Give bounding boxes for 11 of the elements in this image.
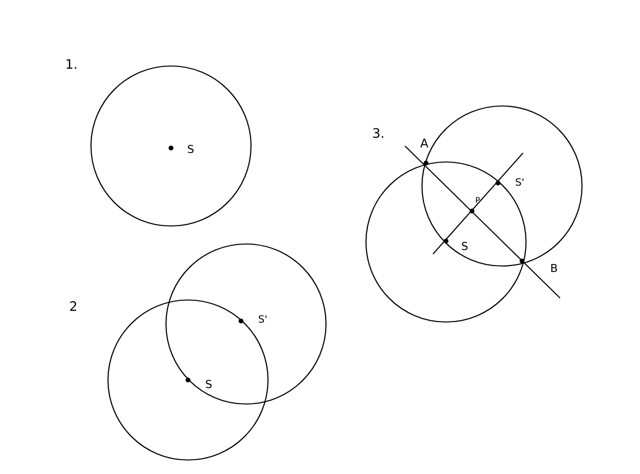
point-label: 3. bbox=[373, 128, 384, 138]
point-label: S' bbox=[258, 315, 266, 323]
point-label: P bbox=[476, 197, 480, 203]
point-label: S' bbox=[516, 178, 524, 186]
point-label: S bbox=[462, 242, 468, 250]
point-label: A bbox=[420, 138, 428, 148]
point-label: 1. bbox=[66, 59, 76, 69]
point-label: B bbox=[551, 264, 557, 272]
point-label: S bbox=[188, 144, 194, 154]
point-label: 2 bbox=[70, 301, 76, 311]
point-label: S bbox=[206, 380, 212, 388]
